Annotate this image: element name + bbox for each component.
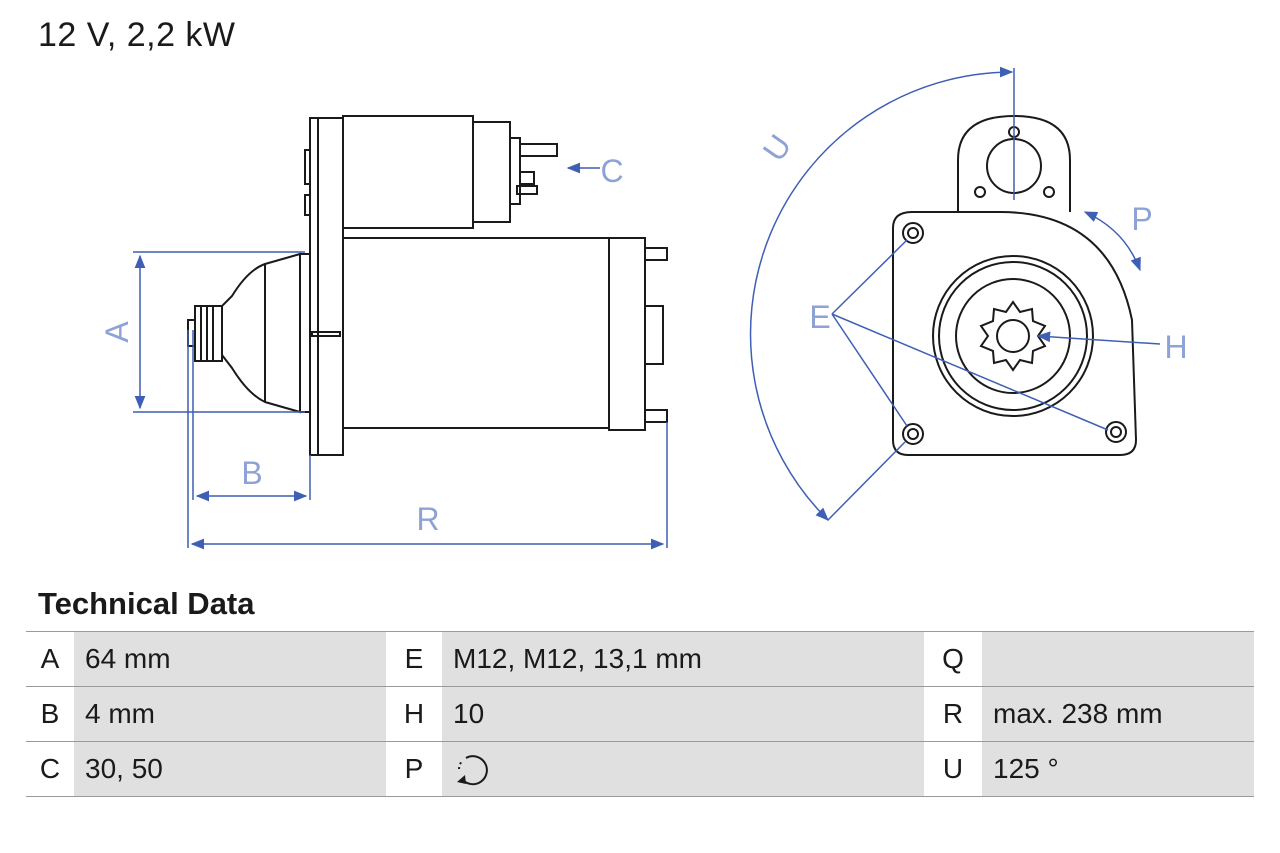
section-title: Technical Data xyxy=(38,586,255,621)
value-h: 10 xyxy=(442,686,924,742)
side-view xyxy=(187,115,668,456)
value-a: 64 mm xyxy=(74,631,386,687)
label-b: B xyxy=(241,455,262,491)
terminal-c xyxy=(519,143,558,157)
pointer-h xyxy=(1036,331,1161,345)
table-row: B 4 mm H 10 R max. 238 mm xyxy=(26,686,1254,742)
nose-housing xyxy=(221,252,301,414)
mount-hole-bl xyxy=(902,423,924,445)
value-e: M12, M12, 13,1 mm xyxy=(442,631,924,687)
key-h: H xyxy=(386,686,442,742)
pointer-e2 xyxy=(831,313,908,427)
mounting-flange xyxy=(309,117,344,456)
key-e: E xyxy=(386,631,442,687)
key-r: R xyxy=(924,686,982,742)
label-a: A xyxy=(99,321,135,343)
label-h: H xyxy=(1164,329,1187,365)
label-u: U xyxy=(756,128,799,168)
key-p: P xyxy=(386,741,442,797)
label-p: P xyxy=(1131,201,1152,237)
front-flange xyxy=(892,211,1138,456)
front-view-dimensions xyxy=(749,66,1161,521)
key-c: C xyxy=(26,741,74,797)
value-q xyxy=(982,631,1254,687)
key-a: A xyxy=(26,631,74,687)
pointer-e1 xyxy=(831,239,908,315)
key-b: B xyxy=(26,686,74,742)
value-b: 4 mm xyxy=(74,686,386,742)
solenoid-body xyxy=(342,115,474,229)
label-c: C xyxy=(600,153,623,189)
value-r: max. 238 mm xyxy=(982,686,1254,742)
value-c: 30, 50 xyxy=(74,741,386,797)
side-view-dimensions xyxy=(133,162,668,550)
table-row: C 30, 50 P U 125 ° xyxy=(26,741,1254,797)
table-row: A 64 mm E M12, M12, 13,1 mm Q xyxy=(26,631,1254,687)
value-u: 125 ° xyxy=(982,741,1254,797)
end-cap xyxy=(608,237,646,431)
clockwise-rotation-icon xyxy=(457,755,488,786)
key-q: Q xyxy=(924,631,982,687)
starter-technical-drawing: A B R C U P E H xyxy=(99,66,1188,550)
pinion-gear xyxy=(979,300,1047,372)
label-r: R xyxy=(416,501,439,537)
key-u: U xyxy=(924,741,982,797)
pinion xyxy=(194,305,223,362)
mount-hole-br xyxy=(1105,421,1127,443)
angle-u-arc xyxy=(749,66,1014,521)
motor-housing xyxy=(342,237,610,429)
technical-data-table: A 64 mm E M12, M12, 13,1 mm Q B 4 mm H 1… xyxy=(26,631,1254,797)
rotation-p-arc xyxy=(1083,211,1141,272)
value-p xyxy=(442,741,924,797)
label-e: E xyxy=(809,299,830,335)
pointer-e3 xyxy=(831,313,1109,431)
headline: 12 V, 2,2 kW xyxy=(38,16,236,54)
